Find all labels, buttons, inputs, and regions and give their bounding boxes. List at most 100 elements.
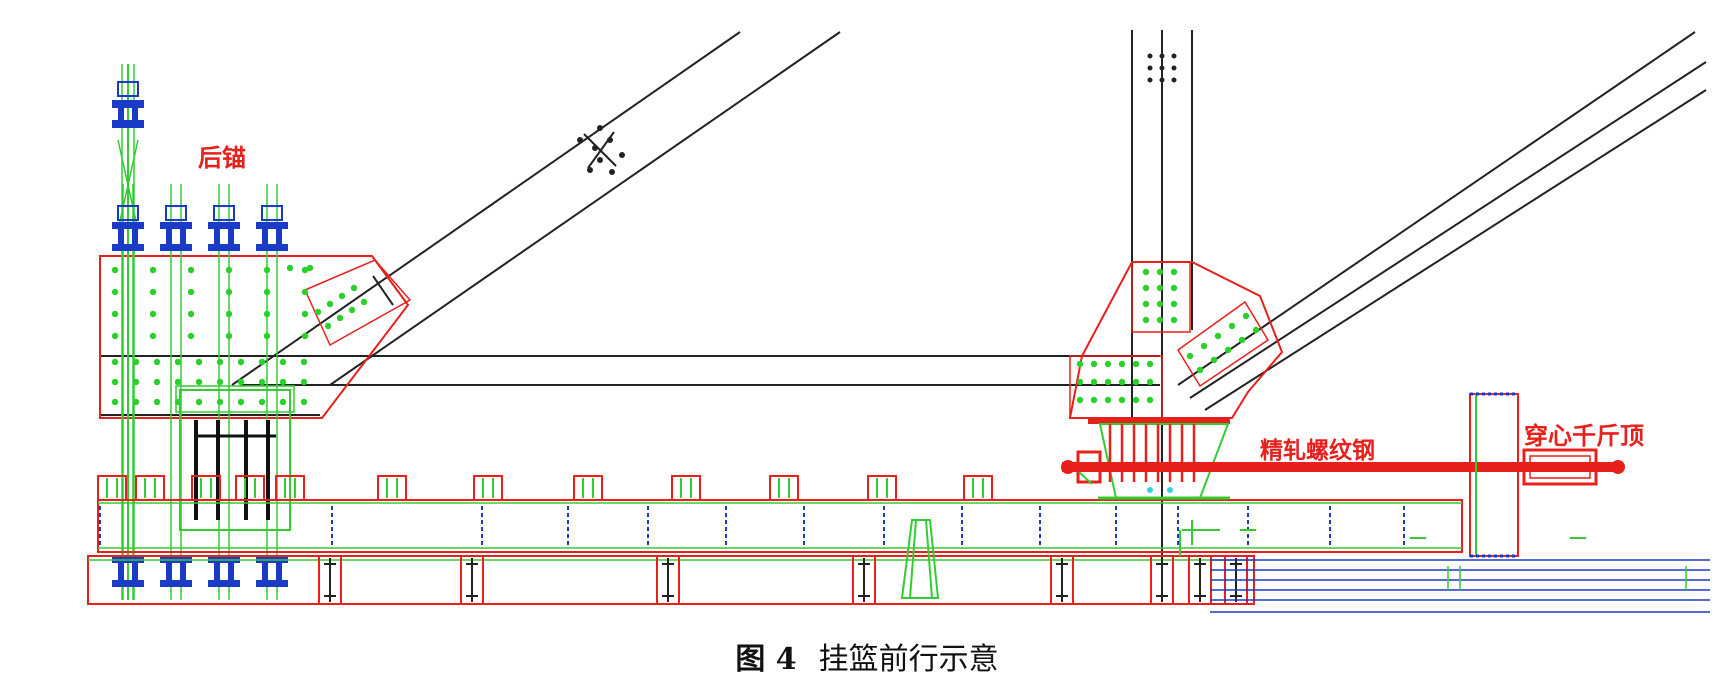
bolt-hole (279, 358, 287, 366)
bolt-hole (360, 298, 368, 306)
bolt-hole (1142, 316, 1150, 324)
bolt-hole (1210, 356, 1218, 364)
bolt-hole (1076, 378, 1084, 386)
bolt-hole (1090, 360, 1098, 368)
rear-anchor-label: 后锚 (198, 144, 246, 172)
bolt-hole (1224, 346, 1232, 354)
bolt-hole (301, 310, 309, 318)
bolt-hole (1170, 284, 1178, 292)
bolt-hole (237, 378, 245, 386)
saddle (377, 475, 407, 501)
bolt-hole (187, 266, 195, 274)
bolt-hole (1156, 316, 1164, 324)
rail-support (460, 555, 484, 605)
bolt-hole (1090, 378, 1098, 386)
bolt-hole (314, 308, 322, 316)
bolt-hole (216, 398, 224, 406)
bolt-hole (149, 332, 157, 340)
bolt-hole (338, 292, 346, 300)
bottom-rail-supports (318, 555, 1248, 605)
bolt-hole (1170, 316, 1178, 324)
bolt-hole (1076, 396, 1084, 404)
bolt-hole (1146, 378, 1154, 386)
saddle (963, 475, 993, 501)
bolt-hole (187, 332, 195, 340)
bolt-hole (1142, 268, 1150, 276)
bolt-hole (1142, 300, 1150, 308)
bolt-hole (1242, 312, 1250, 320)
track-stiffeners (99, 506, 1405, 548)
bolt-hole (1090, 396, 1098, 404)
bolt-hole (300, 378, 308, 386)
bolt-hole (348, 306, 356, 314)
bolt-hole (301, 332, 309, 340)
right-diagonal-member (1177, 31, 1707, 411)
bolt-hole (1104, 360, 1112, 368)
bolt-hole (1170, 300, 1178, 308)
saddle (867, 475, 897, 501)
bolt-hole (1156, 268, 1164, 276)
front-node-bolt-holes (1076, 268, 1260, 404)
bolt-hole (195, 378, 203, 386)
bolt-hole (324, 322, 332, 330)
mid-support (900, 519, 940, 599)
saddle (135, 475, 165, 501)
diagonal-splice-bolts (577, 125, 625, 175)
bolt-hole (216, 358, 224, 366)
rail-markers (1179, 520, 1586, 556)
bolt-hole (1132, 396, 1140, 404)
column-top-bolts (1147, 53, 1177, 83)
anchor-rod (208, 184, 240, 600)
bolt-hole (258, 358, 266, 366)
bolt-hole (1170, 268, 1178, 276)
rail-support (1050, 555, 1074, 605)
bolt-hole (153, 398, 161, 406)
bolt-hole (1142, 284, 1150, 292)
bolt-hole (1186, 352, 1194, 360)
bolt-hole (1132, 378, 1140, 386)
bolt-hole (1118, 396, 1126, 404)
threaded-rebar (1061, 450, 1625, 485)
saddle (573, 475, 603, 501)
bolt-hole (1076, 360, 1084, 368)
bolt-hole (1104, 396, 1112, 404)
bolt-hole (326, 300, 334, 308)
anchor-rod-heads (112, 184, 288, 600)
bolt-hole (1132, 360, 1140, 368)
track-support-saddles (97, 475, 993, 501)
bolt-hole (306, 264, 314, 272)
bolt-hole (300, 358, 308, 366)
rail-support (1150, 555, 1174, 605)
figure-title: 挂篮前行示意 (818, 642, 999, 677)
bolt-hole (1156, 284, 1164, 292)
anchor-rod (256, 184, 288, 600)
bolt-hole (1104, 378, 1112, 386)
bolt-hole (111, 288, 119, 296)
bolt-hole (174, 358, 182, 366)
bolt-hole (149, 266, 157, 274)
saddle (473, 475, 503, 501)
bottom-track-beams (87, 499, 1463, 605)
bolt-hole (111, 266, 119, 274)
bolt-hole (336, 314, 344, 322)
saddle (97, 475, 127, 501)
bolt-hole (1118, 360, 1126, 368)
bolt-hole (153, 378, 161, 386)
tension-rods (1108, 424, 1196, 482)
bolt-hole (195, 358, 203, 366)
bolt-hole (1214, 332, 1222, 340)
bolt-hole (237, 398, 245, 406)
bolt-hole (216, 378, 224, 386)
bolt-hole (1228, 322, 1236, 330)
saddle (275, 475, 305, 501)
bolt-hole (111, 332, 119, 340)
saddle (769, 475, 799, 501)
rail-support (852, 555, 876, 605)
bolt-hole (1156, 300, 1164, 308)
hollow-jack (1469, 392, 1598, 558)
bolt-hole (174, 378, 182, 386)
front-anchorage (1088, 418, 1230, 500)
bolt-hole (111, 378, 119, 386)
bolt-hole (111, 358, 119, 366)
